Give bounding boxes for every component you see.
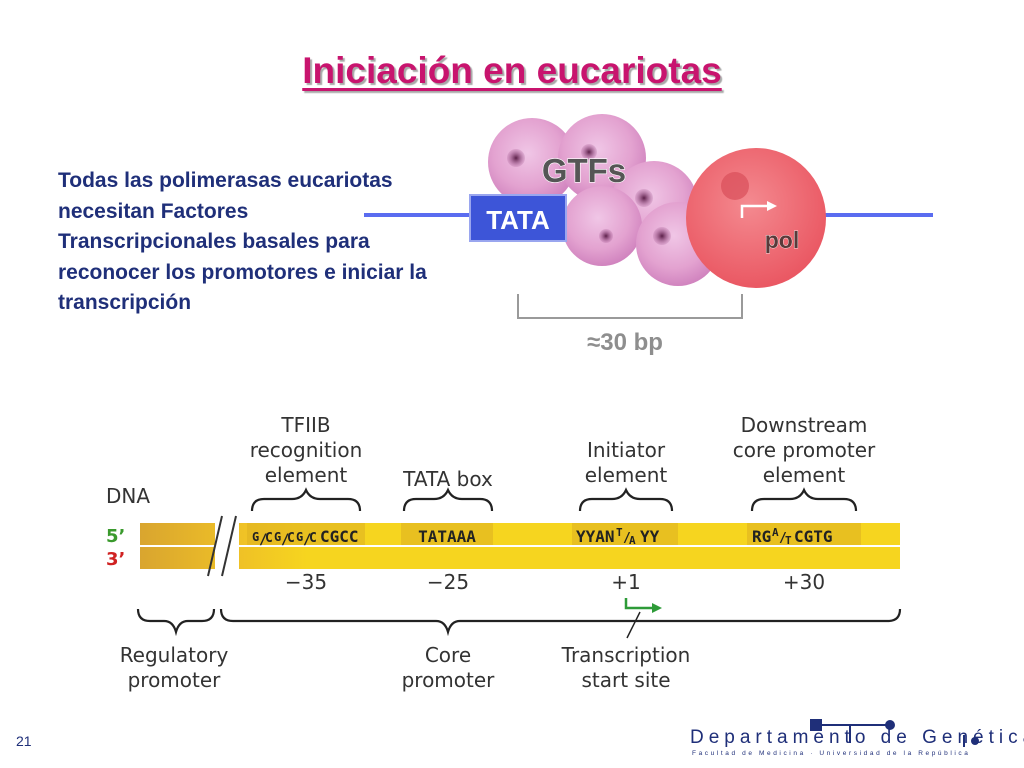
svg-text:C: C: [309, 531, 317, 546]
pol-sphere: [686, 148, 826, 288]
svg-text:/: /: [259, 532, 267, 548]
tfiib-brace: [250, 487, 362, 512]
distance-bracket: [517, 294, 743, 319]
regulatory-label-line2: promoter: [128, 668, 222, 692]
gtf-cluster: GTFs: [488, 114, 720, 286]
gtf-core: [635, 189, 653, 207]
tfiib-sequence-text: CGCC: [320, 527, 359, 546]
strand-5-label: 5’: [106, 526, 125, 547]
gtf-core: [599, 229, 613, 243]
tfiib-position: −35: [285, 570, 327, 594]
downstream-brace: [750, 487, 858, 512]
gtf-core: [581, 144, 597, 160]
arrowhead-icon: [767, 201, 777, 211]
initiator-element: [572, 523, 678, 545]
pol-label: pol: [765, 227, 800, 253]
svg-text:A: A: [772, 526, 779, 539]
svg-text:/: /: [303, 532, 311, 548]
promoter-diagram: TFIIB recognition element TATA box Initi…: [106, 413, 902, 692]
svg-text:/: /: [779, 531, 787, 546]
gtf-figure: GTFs TATA pol ≈30 bp: [364, 114, 933, 356]
downstream-seq-part2: CGTG: [794, 527, 833, 546]
svg-text:C: C: [287, 531, 295, 546]
strand-3-label: 3’: [106, 549, 125, 570]
start-site-label-line1: Transcription: [561, 643, 691, 667]
gtf-sphere: [562, 186, 642, 266]
svg-text:T: T: [785, 534, 792, 547]
tata-brace: [402, 487, 494, 512]
slide-number: 21: [16, 733, 32, 749]
tfiib-element: [247, 523, 365, 545]
tata-sequence: TATAAA: [418, 527, 476, 546]
regulatory-brace: [136, 608, 216, 637]
dna-label: DNA: [106, 484, 150, 508]
slide-title: Iniciación en eucariotas: [302, 50, 722, 91]
intro-text: Todas las polimerasas eucariotas necesit…: [58, 169, 427, 314]
core-label-line2: promoter: [402, 668, 496, 692]
svg-text:/: /: [281, 532, 289, 548]
core-label-line1: Core: [425, 643, 471, 667]
downstream-element: [747, 523, 861, 545]
svg-text:G: G: [274, 530, 281, 544]
gtf-sphere: [488, 118, 576, 206]
initiator-seq-part2: YY: [640, 527, 660, 546]
start-arrow-icon: [740, 204, 771, 218]
gtf-core: [653, 227, 671, 245]
tata-position: −25: [427, 570, 469, 594]
svg-text:T: T: [616, 526, 623, 539]
svg-text:G: G: [296, 530, 303, 544]
initiator-label-line1: Initiator: [587, 438, 666, 462]
initiator-sequence: YYAN T / A YY: [576, 526, 660, 547]
tfiib-sequence: G / C G / C G / C CGCC: [252, 527, 359, 548]
tfiib-label-line1: TFIIB: [280, 413, 330, 437]
core-brace: [219, 608, 902, 637]
gtf-core: [507, 149, 525, 167]
distance-label: ≈30 bp: [587, 329, 663, 356]
tfiib-label-line2: recognition: [250, 438, 363, 462]
initiator-brace: [578, 487, 674, 512]
department-name: Departamento de Genética: [690, 727, 1024, 748]
svg-text:G: G: [252, 530, 259, 544]
regulatory-label-line1: Regulatory: [120, 643, 229, 667]
downstream-position: +30: [783, 570, 825, 594]
department-subtitle: Facultad de Medicina · Universidad de la…: [692, 750, 971, 757]
tata-box-label: TATA box: [402, 467, 493, 491]
dna-double-strand: [140, 515, 900, 577]
department-logo-icon: [810, 719, 979, 747]
downstream-label-line1: Downstream: [741, 413, 868, 437]
downstream-label-line2: core promoter: [733, 438, 876, 462]
pol-core: [721, 172, 749, 200]
svg-text:A: A: [629, 534, 636, 547]
tata-element: [401, 523, 493, 545]
transcription-start-arrow-icon: [624, 598, 662, 639]
initiator-label-line2: element: [585, 463, 668, 487]
gtfs-label: GTFs: [542, 152, 626, 189]
tfiib-label-line3: element: [265, 463, 348, 487]
initiator-position: +1: [611, 570, 640, 594]
tata-label: TATA: [486, 205, 550, 235]
pol-ii: pol: [686, 148, 826, 288]
downstream-label-line3: element: [763, 463, 846, 487]
initiator-seq-part1: YYAN: [576, 527, 615, 546]
tata-box: TATA: [469, 194, 567, 242]
downstream-sequence: RG A / T CGTG: [752, 526, 833, 547]
svg-text:/: /: [623, 531, 631, 546]
svg-text:C: C: [265, 531, 273, 546]
downstream-seq-part1: RG: [752, 527, 771, 546]
start-site-label-line2: start site: [581, 668, 670, 692]
